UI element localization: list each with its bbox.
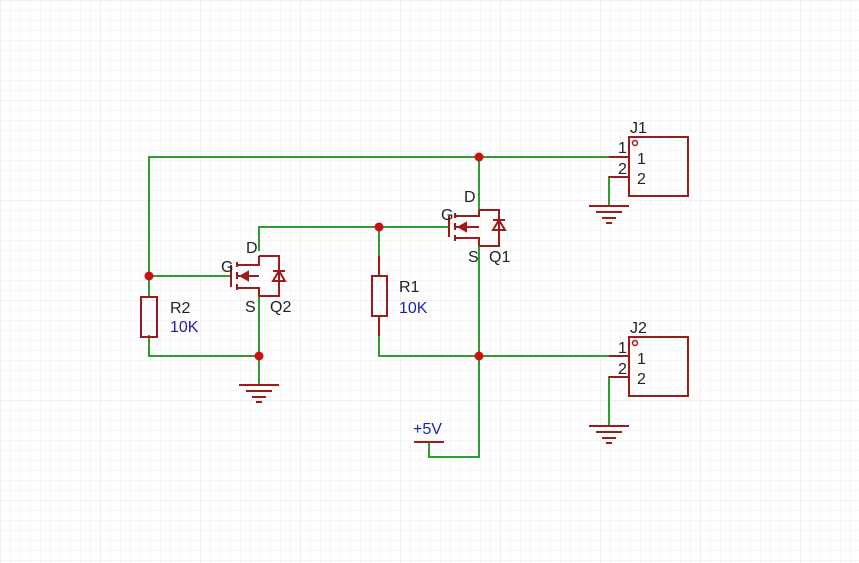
body-diode-icon — [491, 218, 507, 231]
r2-designator: R2 — [170, 300, 191, 317]
mosfet-q2[interactable] — [230, 255, 287, 297]
body-diode-icon — [271, 269, 287, 282]
junction-dot — [144, 271, 154, 281]
junction-dot — [474, 351, 484, 361]
junction-dot — [374, 222, 384, 232]
q2-gate-label: G — [221, 259, 233, 276]
body-arrow-icon — [456, 221, 467, 233]
j1-pin2-name: 2 — [637, 171, 646, 188]
q1-drain-label: D — [464, 189, 476, 206]
j2-pin2-number: 2 — [618, 361, 627, 378]
mosfet-q1[interactable] — [448, 209, 507, 247]
j2-pin2-name: 2 — [637, 371, 646, 388]
junction-dot — [254, 351, 264, 361]
pin1-marker-icon — [631, 339, 639, 347]
j2-pin1-name: 1 — [637, 351, 646, 368]
q2-designator: Q2 — [270, 299, 291, 316]
junctions — [144, 152, 484, 361]
j2-designator: J2 — [630, 320, 647, 337]
wire-gate-net[interactable] — [258, 226, 450, 251]
junction-dot — [474, 152, 484, 162]
q1-gate-label: G — [441, 207, 453, 224]
pin1-marker-icon — [631, 139, 639, 147]
j1-pin1-number: 1 — [618, 140, 627, 157]
ground-icon — [239, 384, 279, 403]
j1-pin2-number: 2 — [618, 161, 627, 178]
wire-r2-bottom[interactable] — [148, 335, 260, 357]
wire-top-net[interactable] — [148, 156, 621, 277]
resistor-r2[interactable]: R2 10K — [140, 296, 199, 338]
resistor-r1[interactable]: R1 10K — [371, 256, 428, 336]
j1-pin1-name: 1 — [637, 151, 646, 168]
r2-value: 10K — [170, 319, 199, 336]
q1-designator: Q1 — [489, 249, 510, 266]
j1-designator: J1 — [630, 120, 647, 137]
connector-j2[interactable]: J2 1 2 1 2 — [609, 320, 689, 397]
power-symbol[interactable]: +5V — [413, 421, 444, 443]
r1-designator: R1 — [399, 279, 420, 296]
j2-pin1-number: 1 — [618, 340, 627, 357]
ground-icon — [589, 425, 629, 444]
r1-value: 10K — [399, 300, 428, 317]
q2-source-label: S — [245, 299, 256, 316]
ground-icon — [589, 205, 629, 224]
body-arrow-icon — [238, 270, 249, 282]
connector-j1[interactable]: J1 1 2 1 2 — [609, 120, 689, 197]
q2-drain-label: D — [246, 240, 258, 257]
q1-source-label: S — [468, 249, 479, 266]
power-label: +5V — [413, 421, 442, 438]
